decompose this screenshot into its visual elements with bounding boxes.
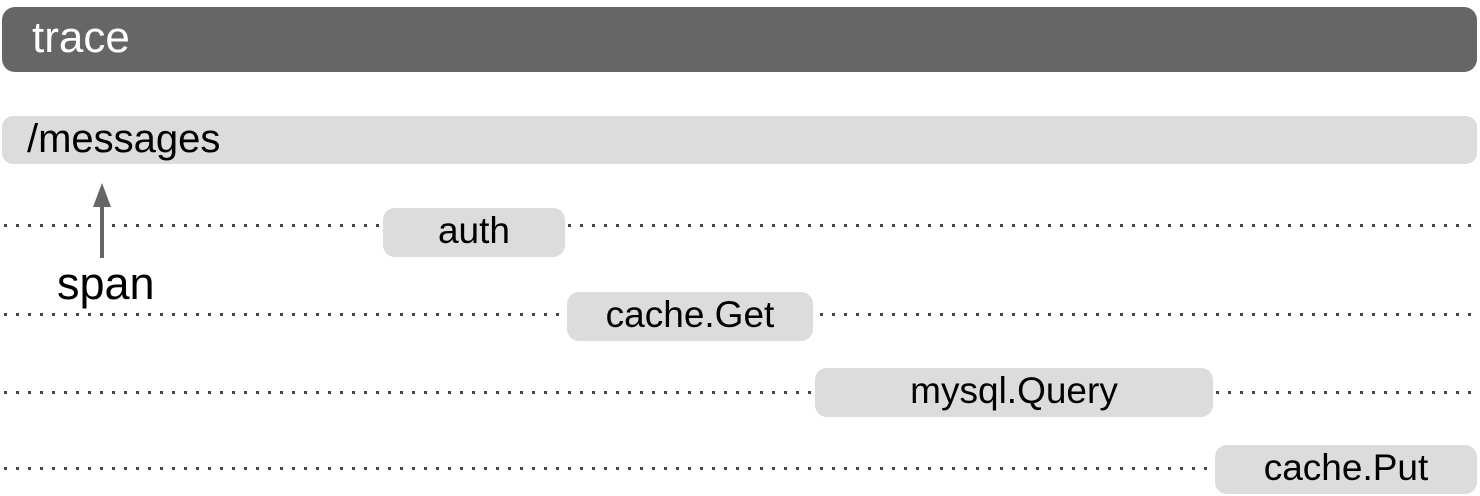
span-box-mysql-query-label: mysql.Query [910, 370, 1118, 411]
root-span-label: /messages [27, 116, 221, 161]
timeline-dotted-line-4 [4, 467, 1480, 470]
span-pointer-arrowhead-icon [93, 183, 111, 207]
span-pointer-arrow-shaft [100, 206, 104, 258]
trace-bar-label: trace [32, 12, 130, 62]
span-box-cache-get: cache.Get [567, 292, 813, 341]
span-box-cache-get-label: cache.Get [605, 294, 775, 335]
timeline-dotted-line-1 [4, 224, 1480, 227]
span-box-auth: auth [383, 208, 565, 257]
root-span-bar: /messages [2, 116, 1477, 164]
span-annotation-label: span [57, 258, 155, 309]
span-box-auth-label: auth [437, 210, 510, 251]
span-box-mysql-query: mysql.Query [815, 368, 1213, 417]
span-box-cache-put: cache.Put [1215, 445, 1477, 494]
timeline-dotted-line-3 [4, 391, 1480, 394]
trace-bar: trace [2, 7, 1477, 72]
span-box-cache-put-label: cache.Put [1263, 447, 1429, 488]
